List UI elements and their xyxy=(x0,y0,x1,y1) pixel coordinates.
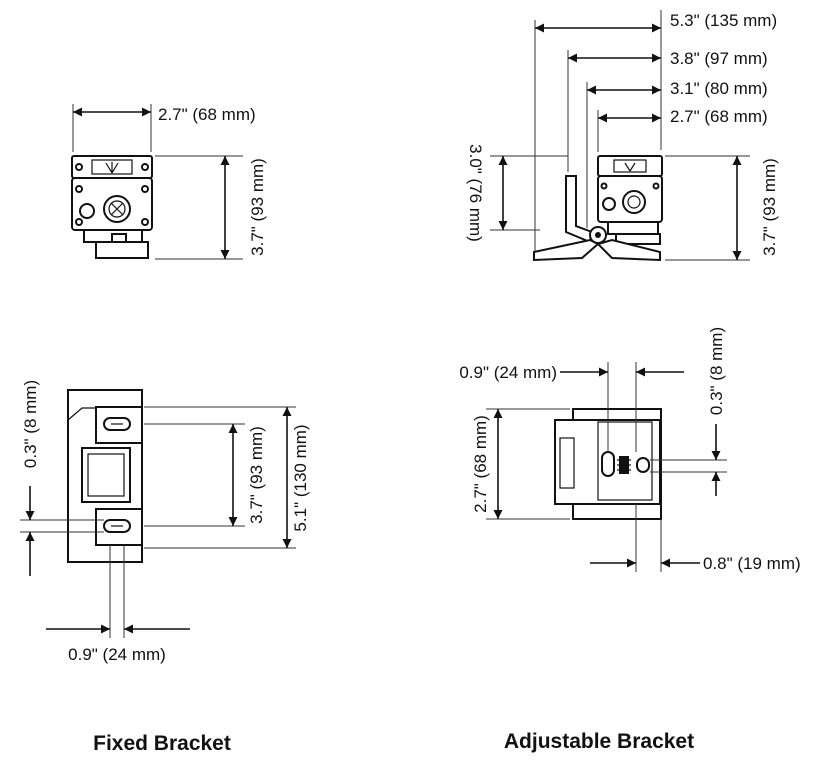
adjustable-slot-label: 0.3" (8 mm) xyxy=(707,327,726,415)
adjustable-side-height-dimension: 2.7" (68 mm) xyxy=(471,408,570,520)
fixed-slot-label: 0.3" (8 mm) xyxy=(21,380,40,468)
fixed-front-view: 2.7" (68 mm) 3.7" (93 mm) xyxy=(71,104,267,260)
adjustable-width-dimension-4: 2.7" (68 mm) xyxy=(597,107,768,152)
adjustable-offset-label: 0.8" (19 mm) xyxy=(703,554,801,573)
fixed-overall-label: 5.1" (130 mm) xyxy=(291,424,310,531)
adjustable-width-4-label: 2.7" (68 mm) xyxy=(670,107,768,126)
fixed-slot-dimension: 0.3" (8 mm) xyxy=(20,380,104,576)
adjustable-side-view: 0.9" (24 mm) 0.3" (8 mm) 2.7" (68 mm) 0.… xyxy=(459,327,800,573)
fixed-slot-width-dimension: 0.9" (24 mm) xyxy=(46,545,190,664)
adjustable-width-dimension-3: 3.1" (80 mm) xyxy=(586,79,768,228)
adjustable-side-height-label: 2.7" (68 mm) xyxy=(471,415,490,513)
adjustable-bracket-height-dimension: 3.0" (76 mm) xyxy=(466,144,568,242)
adjustable-width-dimension-2: 3.8" (97 mm) xyxy=(567,49,768,172)
fixed-front-height-dimension: 3.7" (93 mm) xyxy=(155,155,267,260)
fixed-side-view: 0.3" (8 mm) 3.7" (93 mm) 5.1" (130 mm) 0… xyxy=(20,380,310,664)
adjustable-width-1-label: 5.3" (135 mm) xyxy=(670,11,777,30)
adjustable-side-device xyxy=(554,408,662,520)
adjustable-slot-width-label: 0.9" (24 mm) xyxy=(459,363,557,382)
fixed-side-device xyxy=(67,389,143,563)
adjustable-bracket-height-label: 3.0" (76 mm) xyxy=(466,144,485,242)
adjustable-front-height-label: 3.7" (93 mm) xyxy=(760,158,779,256)
fixed-front-width-label: 2.7" (68 mm) xyxy=(158,105,256,124)
adjustable-slot-width-dimension: 0.9" (24 mm) xyxy=(459,362,684,452)
adjustable-width-dimension-1: 5.3" (135 mm) xyxy=(534,10,777,252)
adjustable-slot-dimension: 0.3" (8 mm) xyxy=(650,327,727,496)
fixed-front-device xyxy=(71,155,153,259)
fixed-hole-spacing-dimension: 3.7" (93 mm) xyxy=(144,423,266,527)
adjustable-front-view: 5.3" (135 mm) 3.8" (97 mm) 3.1" (80 mm) … xyxy=(466,10,779,262)
fixed-hole-spacing-label: 3.7" (93 mm) xyxy=(247,426,266,524)
adjustable-offset-dimension: 0.8" (19 mm) xyxy=(590,504,801,573)
fixed-front-height-label: 3.7" (93 mm) xyxy=(248,158,267,256)
adjustable-front-device xyxy=(533,155,663,262)
fixed-bracket-title: Fixed Bracket xyxy=(93,732,231,755)
adjustable-bracket-title: Adjustable Bracket xyxy=(504,730,694,753)
fixed-overall-dimension: 5.1" (130 mm) xyxy=(144,406,310,549)
adjustable-width-2-label: 3.8" (97 mm) xyxy=(670,49,768,68)
adjustable-front-height-dimension: 3.7" (93 mm) xyxy=(665,155,779,261)
fixed-front-width-dimension: 2.7" (68 mm) xyxy=(72,104,256,152)
fixed-slot-width-label: 0.9" (24 mm) xyxy=(68,645,166,664)
adjustable-width-3-label: 3.1" (80 mm) xyxy=(670,79,768,98)
